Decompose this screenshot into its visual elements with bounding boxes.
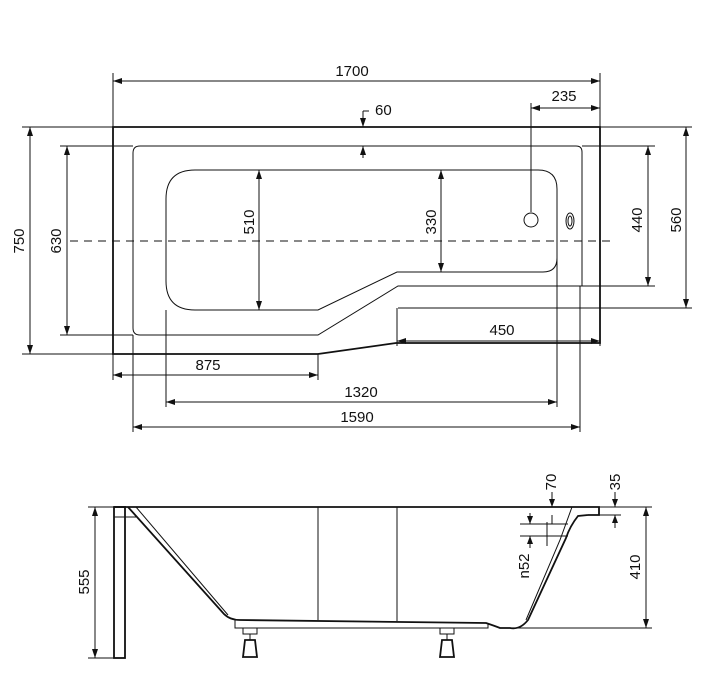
dim-label-1320: 1320 (344, 384, 377, 401)
side-bottom-plate (234, 620, 489, 629)
foot-left (241, 627, 259, 658)
dim-label-n52: n52 (516, 553, 533, 578)
dim-label-1700: 1700 (335, 63, 368, 80)
dimension-555: 555 (76, 506, 114, 659)
foot-right (438, 627, 456, 658)
dimension-630: 630 (48, 145, 133, 336)
side-view: 70 35 n52 (76, 474, 652, 659)
side-rim (114, 506, 600, 516)
dimension-235: 235 (530, 88, 600, 212)
dimension-n52: n52 (516, 513, 568, 579)
dimension-1320: 1320 (165, 258, 558, 407)
dim-label-555: 555 (76, 569, 93, 594)
dim-label-440: 440 (629, 207, 646, 232)
dim-label-450: 450 (489, 322, 514, 339)
dimension-60: 60 (360, 102, 392, 158)
dimension-510: 510 (241, 170, 262, 310)
tub-inner-rim (132, 145, 583, 336)
dim-label-510: 510 (241, 209, 258, 234)
dim-label-560: 560 (668, 207, 685, 232)
dimension-410: 410 (500, 506, 652, 629)
dim-label-1590: 1590 (340, 409, 373, 426)
dim-label-410: 410 (627, 554, 644, 579)
dim-label-875: 875 (195, 357, 220, 374)
apron-panel (113, 506, 126, 659)
dim-label-750: 750 (11, 228, 28, 253)
dim-label-70: 70 (543, 474, 560, 491)
overflow-icon (565, 212, 575, 230)
basin-outline (165, 169, 558, 311)
top-view: 1700 235 60 750 (11, 63, 692, 432)
dim-label-630: 630 (48, 228, 65, 253)
dimension-440: 440 (582, 145, 655, 287)
dim-label-35: 35 (607, 474, 624, 491)
dimension-35: 35 (599, 474, 624, 528)
dimension-875: 875 (112, 354, 319, 380)
dimension-560: 560 (600, 126, 692, 309)
dimension-450: 450 (397, 308, 601, 346)
dimension-750: 750 (11, 126, 113, 355)
dimension-330: 330 (423, 170, 444, 272)
dim-label-60: 60 (375, 102, 392, 119)
dimension-1590: 1590 (132, 286, 581, 432)
dim-label-330: 330 (423, 209, 440, 234)
dim-label-235: 235 (551, 88, 576, 105)
drain-icon (523, 212, 539, 228)
dimension-1700: 1700 (112, 63, 601, 127)
dimension-70: 70 (543, 474, 560, 524)
